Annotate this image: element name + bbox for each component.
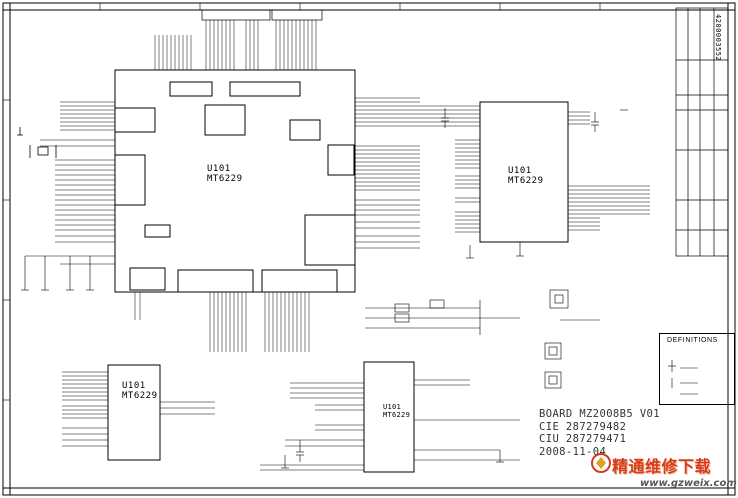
board-cie: CIE 287279482: [539, 420, 627, 433]
definitions-box: DEFINITIONS: [659, 333, 735, 405]
definitions-symbols: [668, 360, 698, 395]
chip-label-u101-bottom: U101 MT6229: [383, 403, 410, 419]
main-chip-left-pins: [25, 101, 115, 265]
chip-ref: U101: [508, 166, 532, 176]
right-chip-left-pins: [420, 105, 480, 233]
watermark-cn: 精通维修下载: [612, 457, 712, 476]
board-info: BOARD MZ2008B5 V01 CIE 287279482 CIU 287…: [539, 408, 660, 460]
chip-bottom-middle: [363, 361, 415, 473]
chip-ref: U101: [122, 381, 146, 391]
board-ciu: CIU 287279471: [539, 433, 627, 445]
top-connector: [201, 9, 323, 21]
bottom-middle-caps: [281, 440, 504, 469]
small-chip-bottom-left: [107, 364, 161, 461]
main-chip-right: [479, 101, 569, 243]
chip-bottom-middle-pins: [260, 379, 520, 471]
chip-label-u101-main-b: U101 MT6229: [508, 166, 544, 186]
chip-part: MT6229: [508, 176, 544, 186]
chip-ref: U101: [207, 164, 231, 174]
chip-part: MT6229: [383, 411, 411, 419]
chip-ref: U101: [383, 403, 402, 411]
main-chip-bottom-pins: [134, 292, 310, 352]
watermark-url: www.gzweix.com: [640, 478, 737, 489]
chip-part: MT6229: [207, 174, 243, 184]
left-power-nets: [21, 256, 94, 291]
board-name: BOARD MZ2008B5 V01: [539, 408, 660, 420]
small-chip-pins: [62, 371, 215, 447]
chip-label-u101-main-a: U101 MT6229: [207, 164, 243, 184]
right-chip-right-pins: [568, 111, 650, 231]
right-chip-capacitors: [441, 108, 628, 259]
main-chip-right-pins: [355, 97, 420, 249]
main-chip-top-pins: [154, 20, 317, 70]
grid-ticks: [3, 3, 601, 401]
board-date: 2008-11-04: [539, 445, 607, 458]
watermark: 精通维修下载 www.gzweix.com: [591, 452, 738, 498]
title-block-frame: [675, 7, 729, 257]
crystal-left: [17, 127, 57, 158]
chip-label-u101-small: U101 MT6229: [122, 381, 158, 401]
definitions-title: DEFINITIONS: [667, 337, 718, 344]
middle-lower-circuit: [365, 289, 600, 389]
title-block-part-number: 4200003552: [714, 14, 722, 62]
chip-part: MT6229: [122, 391, 158, 401]
watermark-logo-icon: [591, 453, 611, 473]
